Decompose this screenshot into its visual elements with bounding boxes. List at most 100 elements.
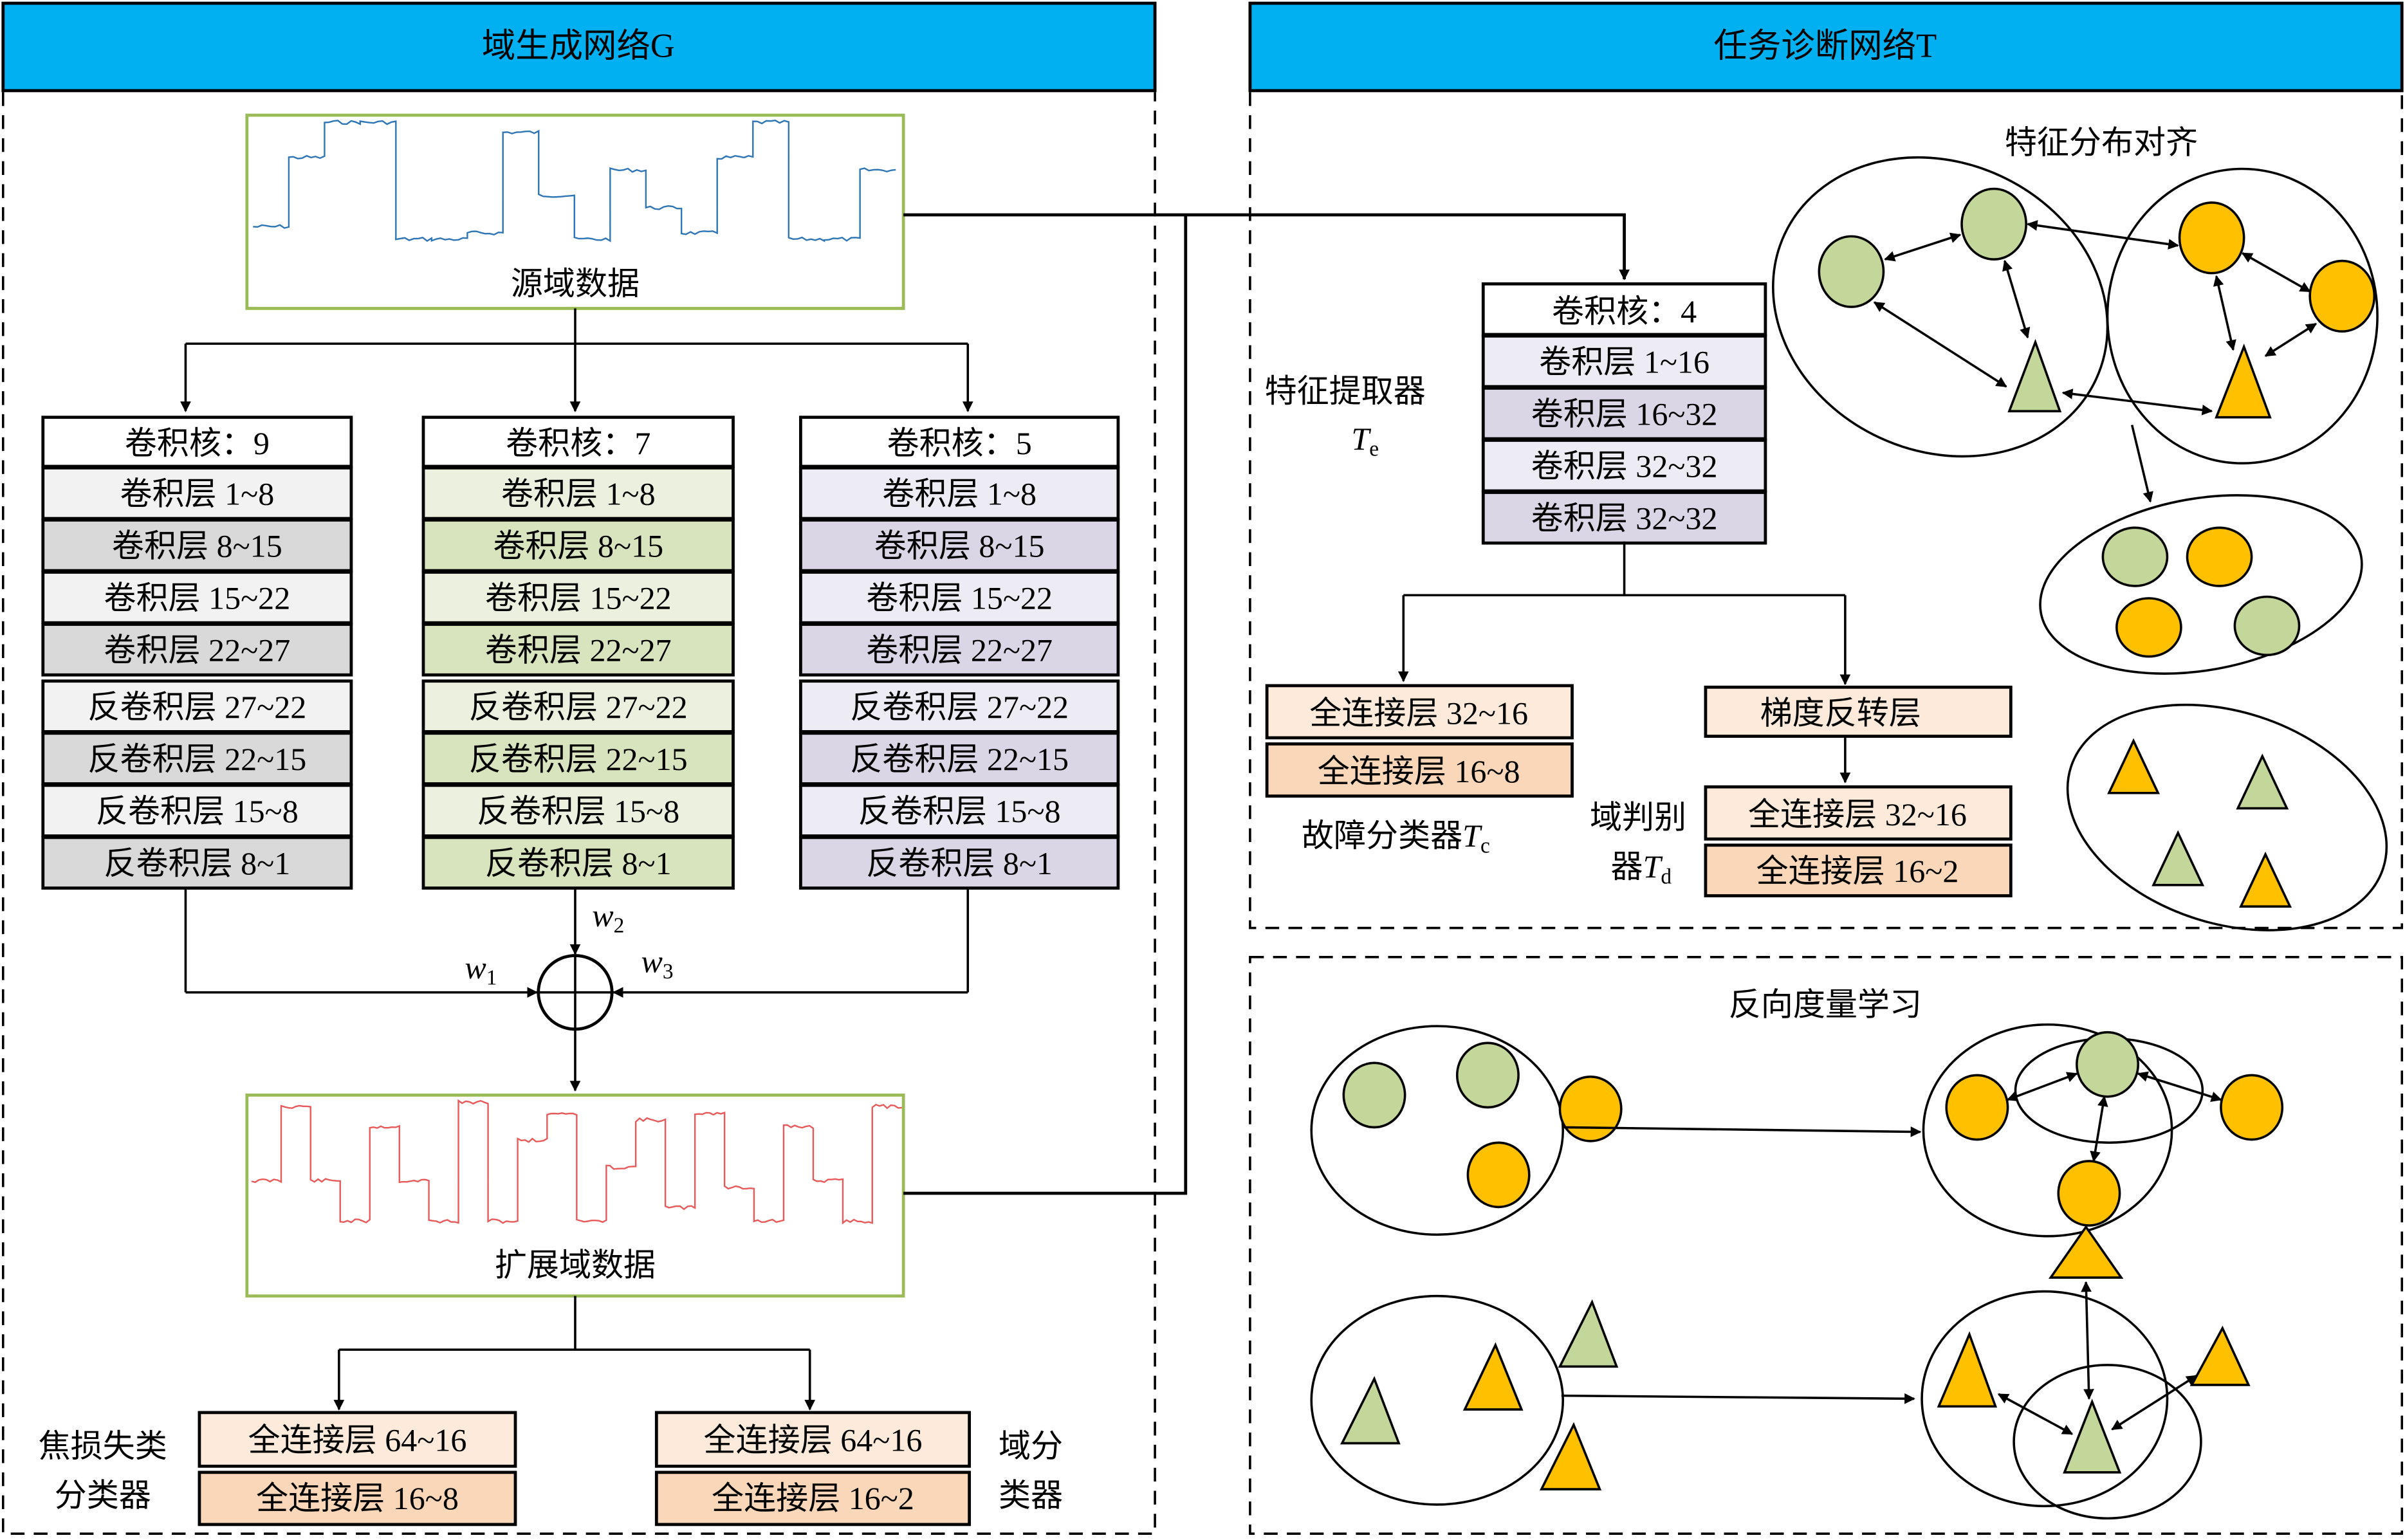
fc-layer: 全连接层 32~16 — [1309, 695, 1528, 731]
conv-branches: 卷积核：9 卷积层 1~8 卷积层 8~15 卷积层 15~22 卷积层 22~27 反卷… — [41, 416, 1120, 890]
fc-layer: 全连接层 16~8 — [1318, 753, 1520, 789]
focal-loss-classifier: 全连接层 64~16 全连接层 16~8 焦损失类 分类器 — [39, 1411, 517, 1526]
layer-block — [1481, 439, 1767, 493]
layer-label: 卷积层 32~32 — [1531, 448, 1718, 484]
kernel-size-label: 卷积核：7 — [506, 425, 650, 461]
extractor-symbol: Te — [1351, 421, 1379, 461]
layer-label: 反卷积层 8~1 — [866, 845, 1053, 881]
domain-classifier: 全连接层 64~16 全连接层 16~2 域分 类器 — [654, 1411, 1063, 1526]
expanded-signal-waveform — [251, 1099, 902, 1225]
layer-block — [41, 623, 353, 677]
layer-label: 卷积层 32~32 — [1531, 500, 1718, 536]
fault-classifier-label: 故障分类器Tc — [1302, 818, 1490, 858]
weight-w3: w3 — [641, 944, 673, 984]
fc-layer: 全连接层 32~16 — [1748, 796, 1967, 832]
aligned-circles-cluster — [2039, 494, 2363, 675]
layer-label: 卷积层 8~15 — [493, 528, 663, 564]
source-class-b-point — [2007, 338, 2062, 412]
layer-block — [421, 836, 735, 890]
layer-label: 反卷积层 22~15 — [469, 741, 688, 777]
layer-label: 反卷积层 15~8 — [858, 793, 1061, 829]
layer-label: 卷积层 1~16 — [1539, 344, 1709, 380]
conv-branch-2: 卷积核：7 卷积层 1~8 卷积层 8~15 卷积层 15~22 卷积层 22~27 反卷… — [421, 416, 735, 890]
task-net-title: 任务诊断网络T — [1714, 27, 1937, 64]
target-class-a-point — [2178, 201, 2245, 275]
layer-label: 卷积层 15~22 — [104, 580, 290, 616]
fc-layer: 全连接层 64~16 — [704, 1422, 923, 1458]
metric-learning-title: 反向度量学习 — [1729, 986, 1922, 1022]
layer-label: 反卷积层 27~22 — [469, 689, 688, 725]
expanded-data-box — [245, 1094, 905, 1298]
expanded-to-extractor-connector — [903, 215, 1188, 1195]
kernel-size-label: 卷积核：9 — [125, 425, 270, 461]
layer-block — [41, 784, 353, 838]
source-class-a-point — [1960, 187, 2027, 261]
layer-label: 卷积层 1~8 — [501, 476, 656, 512]
layer-label: 卷积层 22~27 — [866, 632, 1053, 668]
layer-label: 反卷积层 8~1 — [104, 845, 290, 881]
layer-label: 卷积层 22~27 — [485, 632, 672, 668]
focal-classifier-label: 焦损失类 — [39, 1428, 167, 1464]
source-class-a-point — [1818, 235, 1885, 308]
domain-classifier-label: 域分 — [999, 1428, 1063, 1464]
layer-block — [421, 731, 735, 785]
layer-block — [1481, 491, 1767, 545]
layer-label: 反卷积层 27~22 — [850, 689, 1069, 725]
metric-learning-border — [1249, 956, 2404, 1535]
task-net-header — [1248, 1, 2404, 93]
alignment-graphic — [1772, 156, 2388, 931]
layer-block — [41, 836, 353, 890]
layer-label: 卷积层 1~8 — [882, 476, 1037, 512]
layer-label: 反卷积层 8~1 — [485, 845, 672, 881]
discriminator-label-2: 器Td — [1611, 848, 1672, 889]
layer-label: 反卷积层 15~8 — [477, 793, 679, 829]
metric-learning-graphic — [1310, 1023, 2284, 1520]
fc-layer: 全连接层 16~2 — [1756, 853, 1959, 889]
gradient-reversal-layer: 梯度反转层 — [1704, 685, 2013, 738]
target-class-a-point — [2308, 259, 2376, 333]
fc-layer: 全连接层 16~2 — [712, 1480, 914, 1516]
layer-label: 卷积层 15~22 — [485, 580, 672, 616]
layer-block — [421, 571, 735, 625]
generator-panel: 域生成网络G 源域数据 卷积核：9 卷积层 1~8 卷积层 8~15 卷积层 15~2… — [1, 1, 1157, 1535]
weight-w1: w1 — [465, 949, 497, 990]
layer-label: 卷积层 8~15 — [874, 528, 1045, 564]
layer-label: 反卷积层 15~8 — [96, 793, 299, 829]
layer-block — [41, 679, 353, 733]
generator-header — [1, 1, 1157, 93]
layer-label: 卷积层 8~15 — [112, 528, 282, 564]
layer-block — [421, 466, 735, 520]
fc-layer: 全连接层 16~8 — [256, 1480, 459, 1516]
fault-classifier: 全连接层 32~16 全连接层 16~8 故障分类器Tc — [1265, 684, 1574, 858]
layer-block — [799, 518, 1120, 573]
weight-w2: w2 — [592, 897, 624, 938]
kernel-size-label: 卷积核：5 — [887, 425, 1032, 461]
layer-block — [41, 466, 353, 520]
extractor-kernel: 卷积核：4 — [1552, 293, 1697, 329]
aligned-triangles-cluster — [2066, 703, 2388, 931]
target-class-b-point — [2215, 344, 2272, 419]
layer-block — [799, 784, 1120, 838]
layer-block — [41, 571, 353, 625]
discriminator-label: 域判别 — [1590, 800, 1686, 836]
layer-block — [799, 623, 1120, 677]
layer-block — [41, 731, 353, 785]
layer-block — [421, 679, 735, 733]
source-data-label: 源域数据 — [511, 266, 640, 302]
grl-label: 梯度反转层 — [1760, 695, 1921, 731]
alignment-result-arrow — [2130, 425, 2153, 503]
extractor-label: 特征提取器 — [1265, 373, 1426, 409]
layer-label: 反卷积层 22~15 — [850, 741, 1069, 777]
layer-block — [799, 466, 1120, 520]
layer-block — [421, 623, 735, 677]
focal-classifier-label-2: 分类器 — [55, 1477, 151, 1513]
generator-title: 域生成网络G — [482, 27, 675, 64]
source-signal-waveform — [253, 119, 896, 243]
layer-label: 卷积层 1~8 — [120, 476, 274, 512]
layer-block — [421, 518, 735, 573]
expanded-data-label: 扩展域数据 — [495, 1247, 656, 1283]
